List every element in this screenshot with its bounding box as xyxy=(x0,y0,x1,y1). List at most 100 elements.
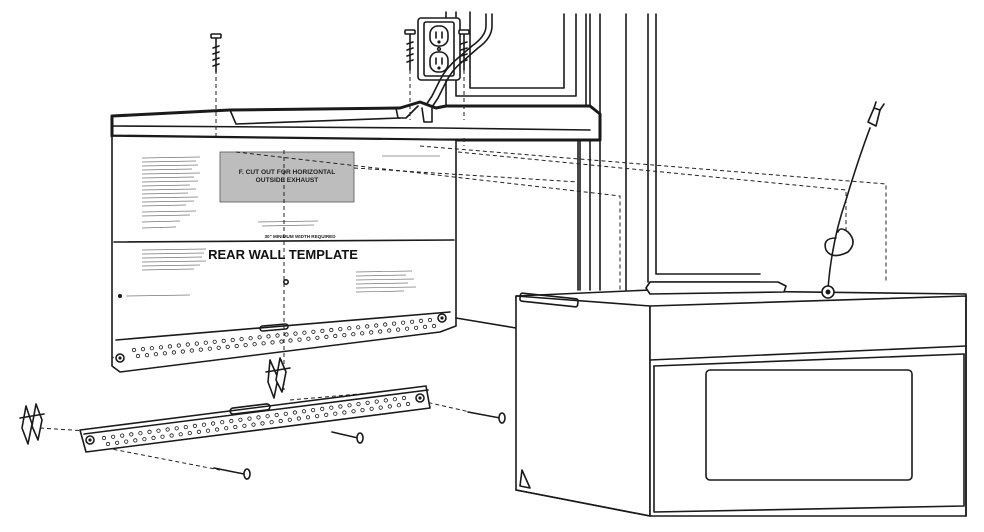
mounting-hole xyxy=(162,351,167,356)
mounting-hole xyxy=(165,427,170,432)
mounting-hole xyxy=(169,433,174,438)
mounting-hole xyxy=(401,395,407,401)
template-fine-print xyxy=(125,155,440,297)
mounting-hole xyxy=(115,440,120,445)
mounting-hole xyxy=(178,432,183,437)
mounting-hole xyxy=(205,428,211,433)
mounting-hole xyxy=(324,412,329,417)
mounting-hole xyxy=(296,416,301,421)
mounting-hole xyxy=(400,320,406,325)
wall-anchor-left-icon xyxy=(19,403,45,445)
mounting-hole xyxy=(196,429,201,434)
wall-anchor-icon xyxy=(265,357,291,399)
cutout-label-line1: F. CUT OUT FOR HORIZONTAL xyxy=(239,169,336,176)
mounting-hole xyxy=(138,431,143,436)
mounting-hole xyxy=(329,327,334,333)
mounting-hole xyxy=(129,432,134,437)
mounting-hole xyxy=(292,410,297,415)
mounting-hole xyxy=(153,352,158,357)
mounting-hole xyxy=(144,352,150,358)
cabinet-frame xyxy=(577,13,761,291)
mounting-hole xyxy=(342,332,347,338)
mounting-hole xyxy=(201,422,207,427)
mounting-hole xyxy=(356,325,361,330)
mounting-hole xyxy=(252,342,257,347)
mounting-hole xyxy=(383,398,388,403)
mounting-hole xyxy=(215,427,220,432)
mounting-hole xyxy=(120,433,125,438)
mounting-hole xyxy=(413,325,419,330)
mounting-hole xyxy=(284,332,289,337)
mounting-hole xyxy=(320,406,325,411)
mounting-hole xyxy=(149,346,154,351)
template-bottom-holes xyxy=(115,278,451,363)
mounting-hole xyxy=(224,426,229,431)
mounting-hole xyxy=(183,424,188,430)
mounting-hole xyxy=(248,336,253,341)
mounting-hole xyxy=(101,435,107,441)
mounting-hole xyxy=(140,346,146,352)
mounting-hole xyxy=(105,441,111,447)
mounting-hole xyxy=(333,411,338,416)
mounting-hole xyxy=(306,336,311,341)
mounting-hole xyxy=(314,413,320,419)
mounting-hole xyxy=(283,411,288,416)
mounting-hole xyxy=(243,342,248,348)
mounting-hole xyxy=(342,410,347,415)
mounting-hole xyxy=(351,332,356,337)
lag-screw-bottom xyxy=(213,467,251,480)
cabinet-bottom-ledge xyxy=(110,100,602,142)
mounting-hole xyxy=(396,403,401,408)
mounting-hole xyxy=(278,418,283,424)
mounting-hole xyxy=(167,344,172,349)
mounting-hole xyxy=(356,401,361,407)
mounting-hole xyxy=(239,336,244,342)
mounting-hole xyxy=(233,424,238,430)
mounting-hole xyxy=(260,421,265,426)
lag-screw-middle xyxy=(331,431,364,444)
cutout-label-line2: OUTSIDE EXHAUST xyxy=(256,177,319,184)
mounting-hole xyxy=(360,331,365,336)
mounting-hole xyxy=(238,417,243,422)
mounting-hole xyxy=(234,343,239,349)
mounting-hole xyxy=(369,406,374,411)
mounting-hole xyxy=(212,339,217,344)
mounting-hole xyxy=(247,416,252,421)
mounting-hole xyxy=(378,329,383,334)
mounting-hole xyxy=(320,328,325,333)
template-hole-pattern xyxy=(131,317,437,359)
mounting-hole xyxy=(133,438,138,443)
mounting-hole xyxy=(287,417,292,422)
mounting-hole xyxy=(229,418,234,424)
mounting-hole xyxy=(216,345,221,350)
mounting-hole xyxy=(257,335,262,340)
mounting-hole xyxy=(351,409,356,414)
mounting-hole xyxy=(387,328,392,333)
mounting-hole xyxy=(142,437,147,442)
mounting-hole xyxy=(131,347,137,353)
mounting-hole xyxy=(360,407,365,413)
mounting-hole xyxy=(266,334,271,339)
mounting-hole xyxy=(387,404,392,409)
mounting-hole xyxy=(180,349,185,354)
minimum-width-label: 30" MINIMUM WIDTH REQUIRED xyxy=(264,234,336,239)
mounting-hole xyxy=(251,422,256,427)
mounting-hole xyxy=(185,342,190,347)
top-screw-left xyxy=(210,33,222,73)
upper-cabinet xyxy=(445,11,587,107)
mounting-hole xyxy=(124,439,129,444)
mounting-hole xyxy=(147,429,152,434)
mounting-hole xyxy=(225,344,230,349)
microwave-window xyxy=(705,369,913,481)
exhaust-cutout-area xyxy=(219,151,355,203)
mounting-hole xyxy=(230,337,235,343)
mounting-hole xyxy=(220,420,225,425)
mounting-hole xyxy=(189,348,194,353)
mounting-hole xyxy=(347,326,352,331)
mounting-hole xyxy=(293,331,298,336)
mounting-hole xyxy=(135,353,141,359)
mounting-hole xyxy=(365,324,370,329)
warning-triangle-icon xyxy=(519,469,531,489)
mounting-hole xyxy=(338,404,343,409)
